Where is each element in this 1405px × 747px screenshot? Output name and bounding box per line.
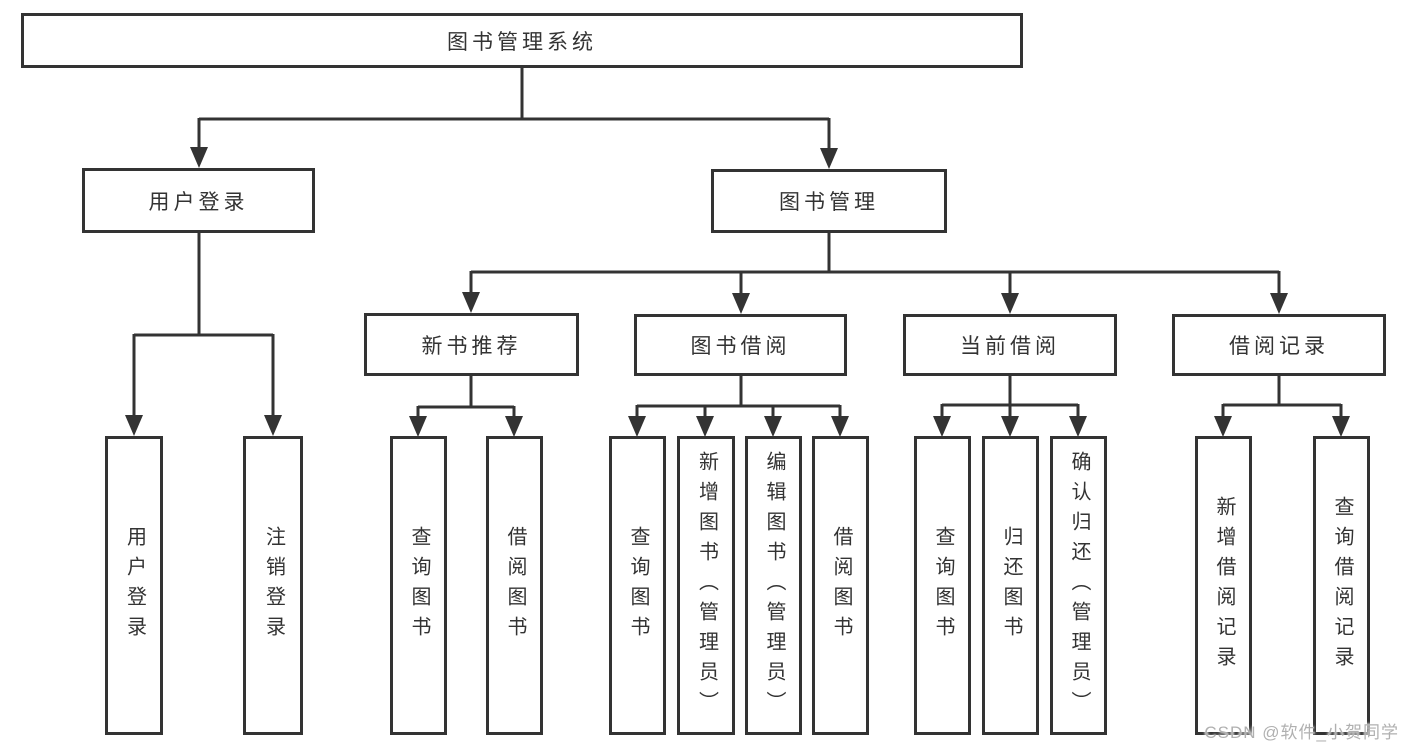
arrow-down-icon [696,416,714,437]
arrow-down-icon [264,415,282,436]
node-label: 借阅记录 [1229,335,1329,358]
arrow-down-icon [125,415,143,436]
node-user-login: 用户登录 [82,168,315,233]
arrow-down-icon [462,292,480,313]
leaf-label: 查询图书 [627,525,649,646]
node-label: 用户登录 [148,190,249,214]
node-root-label: 图书管理系统 [447,30,597,54]
arrow-down-icon [409,416,427,437]
leaf-borrow-books-recommend: 借阅图书 [486,436,543,735]
leaf-add-borrow-record: 新增借阅记录 [1195,436,1252,735]
leaf-query-books-borrowing: 查询图书 [609,436,666,735]
leaf-label: 查询借阅记录 [1331,495,1353,676]
leaf-return-books: 归还图书 [982,436,1039,735]
leaf-query-borrow-record: 查询借阅记录 [1313,436,1370,735]
arrow-down-icon [1001,416,1019,437]
leaf-label: 注销登录 [262,525,285,646]
node-label: 新书推荐 [421,334,522,358]
arrow-down-icon [505,416,523,437]
arrowheads [125,147,1350,437]
arrow-down-icon [1069,416,1087,437]
leaf-label: 查询图书 [408,525,430,646]
node-current-borrowing: 当前借阅 [903,314,1117,376]
node-root: 图书管理系统 [21,13,1023,68]
node-book-borrowing: 图书借阅 [634,314,847,376]
connector-path [132,66,1343,421]
arrow-down-icon [1214,416,1232,437]
leaf-query-books-recommend: 查询图书 [390,436,447,735]
arrow-down-icon [764,416,782,437]
leaf-logout: 注销登录 [243,436,303,735]
node-label: 图书借阅 [690,335,791,358]
node-new-book-recommend: 新书推荐 [364,313,579,376]
watermark: CSDN @软件_小贺同学 [1204,723,1399,742]
node-label: 图书管理 [779,191,879,214]
leaf-label: 归还图书 [1000,525,1022,646]
arrow-down-icon [190,147,208,168]
leaf-label: 编辑图书（管理员） [763,450,785,721]
leaf-label: 新增借阅记录 [1213,495,1235,676]
arrow-down-icon [1270,293,1288,314]
leaf-confirm-return-admin: 确认归还（管理员） [1050,436,1107,735]
arrow-down-icon [1332,416,1350,437]
arrow-down-icon [820,148,838,169]
arrow-down-icon [732,293,750,314]
arrow-down-icon [831,416,849,437]
arrow-down-icon [628,416,646,437]
leaf-label: 查询图书 [932,525,954,646]
arrow-down-icon [933,416,951,437]
leaf-label: 用户登录 [123,525,146,646]
leaf-label: 借阅图书 [504,525,526,646]
node-book-management: 图书管理 [711,169,947,233]
leaf-label: 确认归还（管理员） [1068,450,1090,721]
leaf-edit-book-admin: 编辑图书（管理员） [745,436,802,735]
leaf-label: 借阅图书 [830,525,852,646]
leaf-query-books-current: 查询图书 [914,436,971,735]
arrow-down-icon [1001,293,1019,314]
leaf-add-book-admin: 新增图书（管理员） [677,436,735,735]
leaf-label: 新增图书（管理员） [695,450,718,721]
node-borrow-records: 借阅记录 [1172,314,1386,376]
leaf-user-login: 用户登录 [105,436,163,735]
node-label: 当前借阅 [960,335,1060,358]
leaf-borrow-books-borrowing: 借阅图书 [812,436,869,735]
